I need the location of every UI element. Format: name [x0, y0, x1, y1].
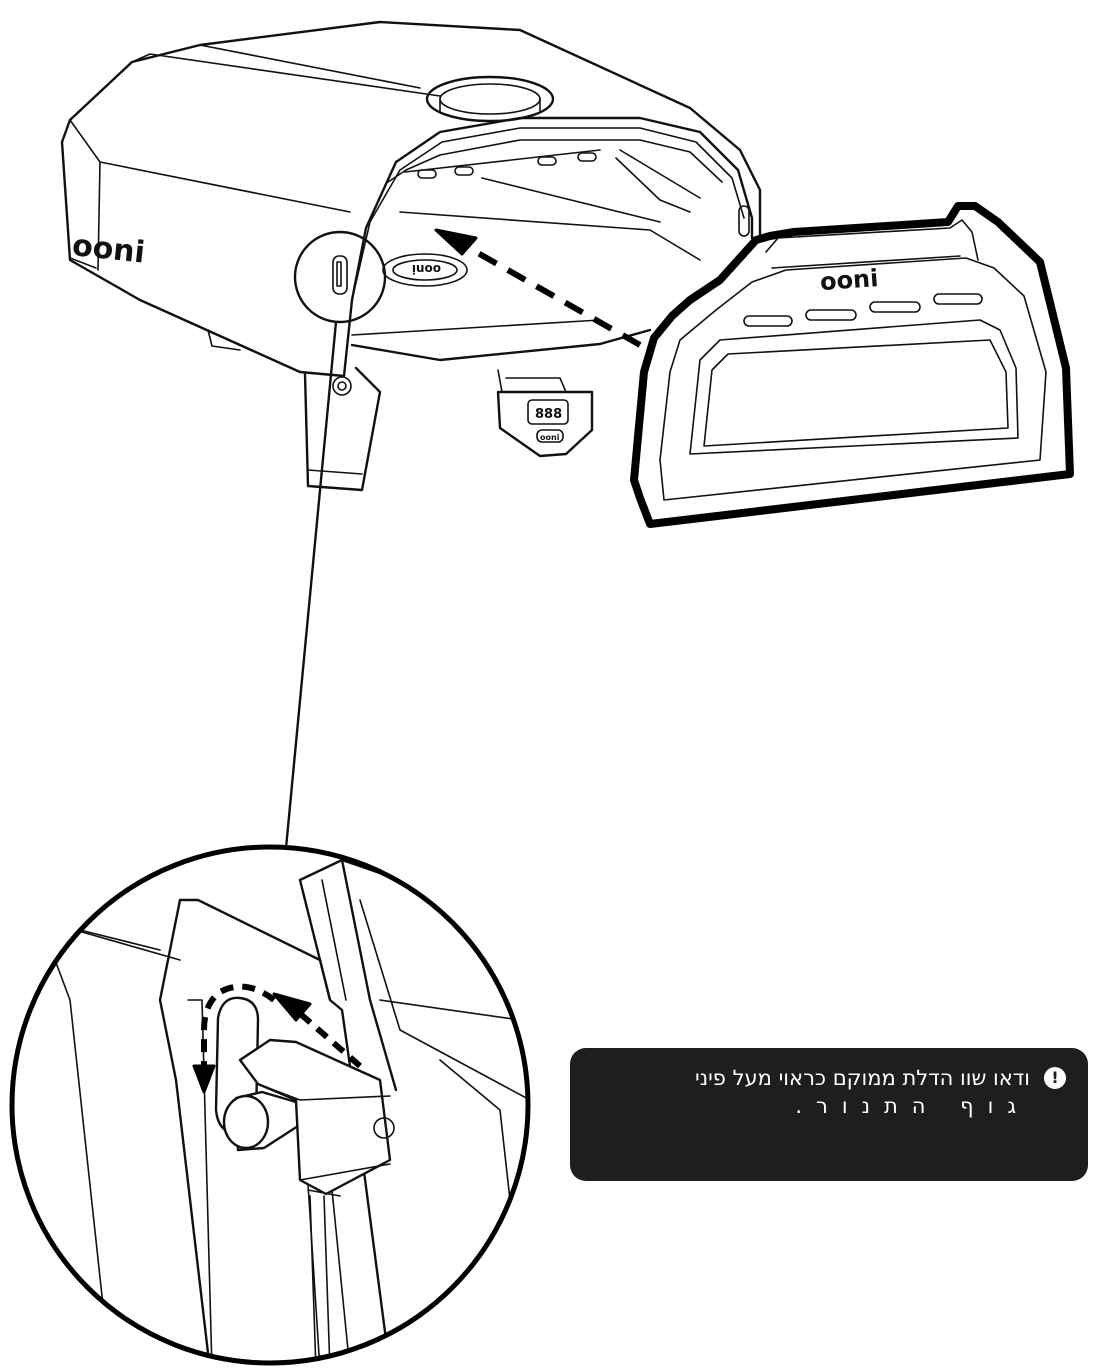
warning-note-text: ודאו שוו הדלת ממוקם כראוי מעל פיני גוף ה… [695, 1064, 1030, 1120]
exclamation-icon: ! [1044, 1067, 1066, 1089]
pizza-stone-logo: ooni [412, 262, 441, 276]
detail-arrow-diagonal-head [272, 992, 312, 1022]
thermometer-display: 888 [535, 407, 562, 422]
detail-arrow-curve-head [192, 1064, 216, 1094]
oven-door-logo: ooni [819, 264, 879, 296]
warning-note-line-2: גוף התנור. [795, 1094, 1030, 1118]
callout-circle-large [9, 844, 531, 1366]
oven-body [60, 20, 762, 492]
warning-note-row: ! ודאו שוו הדלת ממוקם כראוי מעל פיני גוף… [592, 1064, 1066, 1120]
callout-leader-line [284, 320, 338, 850]
insertion-arrow-head [434, 228, 478, 256]
detail-arrow-curve [201, 983, 276, 1070]
oven-door [630, 202, 1074, 528]
warning-note: ! ודאו שוו הדלת ממוקם כראוי מעל פיני גוף… [570, 1048, 1088, 1181]
oven-body-logo: ooni [70, 228, 146, 270]
warning-note-line-1: ודאו שוו הדלת ממוקם כראוי מעל פיני [695, 1066, 1030, 1090]
control-box-logo: ooni [540, 433, 560, 442]
insertion-arrow-line [460, 241, 642, 348]
callout-circle-small [293, 230, 387, 324]
detail-arrow-diagonal [294, 1007, 362, 1069]
zoomed-hinge-detail [12, 847, 528, 1363]
